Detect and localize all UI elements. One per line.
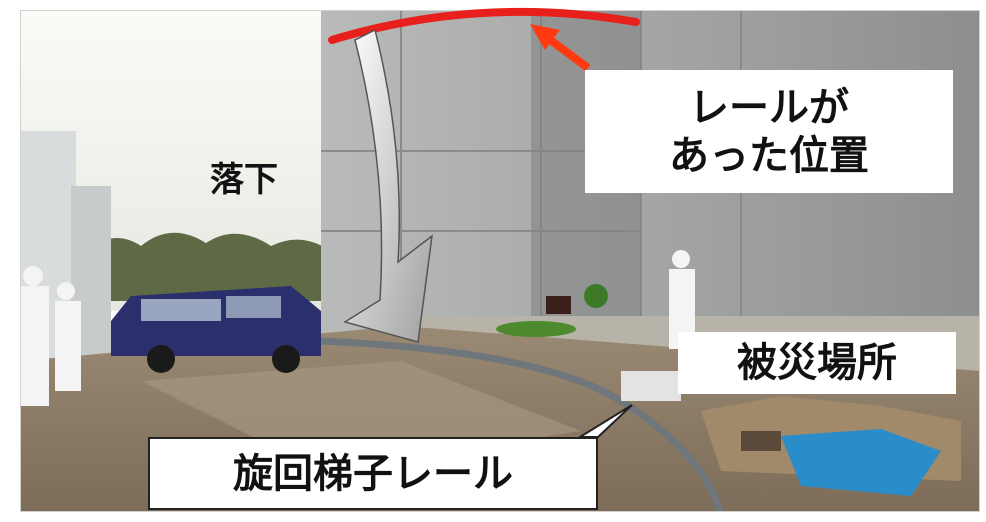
van <box>111 286 321 373</box>
rail-position-label: レールが あった位置 <box>585 70 953 193</box>
tree-line <box>81 232 331 301</box>
hose-reel <box>584 284 608 308</box>
fallen-rail <box>320 337 725 511</box>
debris-pile <box>621 371 961 496</box>
fall-label: 落下 <box>210 160 278 200</box>
rail-name-label: 旋回梯子レール <box>148 437 598 510</box>
rail-position-line2: あった位置 <box>669 132 869 179</box>
green-tub <box>496 321 576 337</box>
rail-position-line1: レールが <box>689 84 849 131</box>
workers <box>21 250 695 406</box>
equipment-box <box>546 296 571 314</box>
damage-site-label: 被災場所 <box>678 332 956 394</box>
